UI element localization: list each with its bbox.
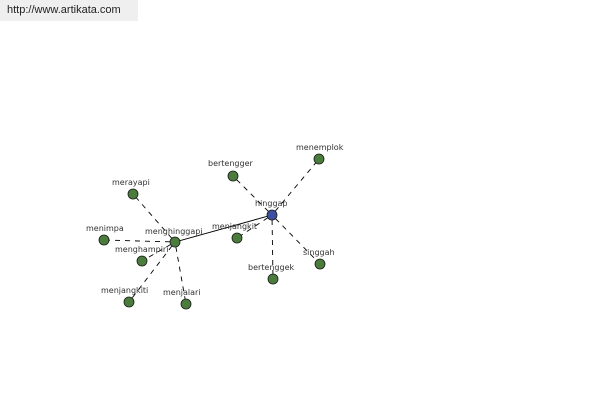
node-merayapi[interactable]	[127, 188, 139, 200]
edge-hinggap-menghinggapi	[179, 215, 268, 242]
edge-menghinggapi-menjangkiti	[131, 245, 173, 299]
node-menghampiri[interactable]	[136, 255, 148, 267]
label-bertenggek[interactable]: bertenggek	[248, 263, 294, 272]
node-bertenggek[interactable]	[267, 273, 279, 285]
edge-menghinggapi-merayapi	[135, 197, 173, 239]
label-hinggap[interactable]: hinggap	[255, 199, 288, 208]
node-menimpa[interactable]	[98, 234, 110, 246]
edge-menghinggapi-menjalari	[175, 246, 186, 300]
site-url[interactable]: http://www.artikata.com	[0, 0, 138, 21]
label-menghinggapi[interactable]: menghinggapi	[145, 227, 203, 236]
node-singgah[interactable]	[314, 258, 326, 270]
node-menjangkiti[interactable]	[123, 296, 135, 308]
edge-hinggap-bertengger	[236, 179, 269, 212]
node-menjalari[interactable]	[180, 298, 192, 310]
label-menemplok[interactable]: menemplok	[296, 143, 344, 152]
label-menjangkiti[interactable]: menjangkiti	[101, 286, 148, 295]
label-menimpa[interactable]: menimpa	[86, 224, 124, 233]
node-menghinggapi[interactable]	[169, 236, 181, 248]
edge-hinggap-menemplok	[274, 162, 317, 212]
node-menemplok[interactable]	[313, 153, 325, 165]
edge-menghinggapi-menimpa	[108, 239, 171, 243]
label-bertengger[interactable]: bertengger	[208, 159, 253, 168]
label-menjangkit[interactable]: menjangkit	[212, 222, 257, 231]
edges-layer	[108, 162, 317, 300]
nodes-layer	[98, 153, 326, 310]
node-hinggap[interactable]	[266, 209, 278, 221]
label-singgah[interactable]: singgah	[303, 248, 335, 257]
node-bertengger[interactable]	[227, 170, 239, 182]
label-merayapi[interactable]: merayapi	[112, 178, 150, 187]
label-menghampiri[interactable]: menghampiri	[115, 245, 168, 254]
edge-menghinggapi-menghampiri	[146, 244, 171, 259]
label-menjalari[interactable]: menjalari	[163, 288, 201, 297]
node-menjangkit[interactable]	[231, 232, 243, 244]
labels-layer: menemplok bertengger menjangkit bertenggek s…	[86, 143, 344, 297]
